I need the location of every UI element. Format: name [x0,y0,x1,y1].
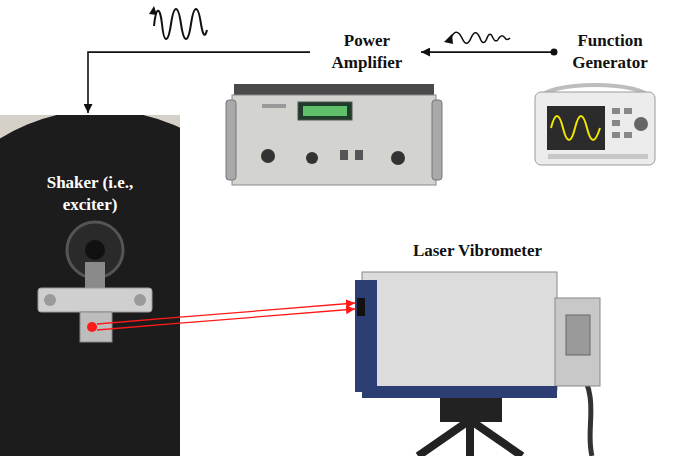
equipment-label: Function Generator [558,30,662,74]
vibrometer-picture-part [566,315,590,355]
node-label: Laser Vibrometer [355,240,600,262]
vibrometer-picture-part [362,272,557,390]
connector-line [421,51,554,53]
amplifier-picture-part [298,102,352,120]
amplifier-picture-part [261,149,275,163]
generator-picture [535,85,655,165]
generator-picture-part [551,116,600,140]
connector-line [180,303,355,317]
generator-picture-part [624,132,632,138]
amplifier-picture-part [355,150,363,160]
shaker-picture-part [85,240,105,260]
vibrometer-picture-part [555,298,600,386]
amplifier-picture-part [232,95,436,185]
equipment-label: Power Amplifier [316,30,418,74]
generator-picture-part [634,117,648,131]
vibrometer-picture-part [355,280,377,392]
shaker-node: Shaker (i.e., exciter) [0,115,180,456]
node-label: Shaker (i.e., exciter) [20,172,160,216]
amplifier-picture-part [391,151,405,165]
signal-icon-part [149,6,157,15]
amplifier-picture-part [306,152,318,164]
shaker-picture [0,115,180,456]
connector-dot [551,49,558,56]
signal-icon [444,32,510,44]
amplifier-picture [226,84,442,185]
shaker-picture-part [87,322,97,332]
amplifier-picture-part [303,106,347,116]
node-label: Power Amplifier [316,30,418,74]
connector-line [180,309,355,323]
signal-icon-part [450,32,510,43]
amplifier-picture-part [340,150,348,160]
generator-picture-part [548,154,648,159]
signal-connector [88,52,310,113]
generator-picture-part [535,92,655,165]
generator-picture-part [624,108,632,114]
signal-connector [180,303,355,323]
amplifier-picture-part [234,84,434,96]
vibrometer-picture-part [418,420,522,456]
generator-picture-part [547,106,605,150]
generator-picture-part [612,108,620,114]
vibrometer-node: Laser Vibrometer [355,240,600,456]
shaker-picture-part [0,115,180,456]
node-label: Function Generator [558,30,662,74]
shaker-picture-part [85,262,105,290]
amplifier-picture-part [432,100,442,180]
shaker-picture-part [134,294,146,306]
vibrometer-picture-part [362,386,557,398]
amplifier-picture-part [226,100,236,180]
signal-icon [149,6,207,39]
shaker-picture-part [38,288,152,312]
signal-connector [421,49,558,56]
generator-picture-part [612,120,620,126]
connector-line [88,52,310,113]
shaker-picture-part [97,317,180,330]
generator-picture-part [612,132,620,138]
amplifier-picture-part [262,104,286,108]
vibrometer-picture-part [440,396,502,422]
signal-icon-part [444,34,453,44]
shaker-picture-part [44,294,56,306]
shaker-picture-part [80,312,112,342]
vibrometer-picture-part [357,298,365,316]
vibrometer-picture [355,272,600,456]
signal-icon-part [154,9,207,39]
